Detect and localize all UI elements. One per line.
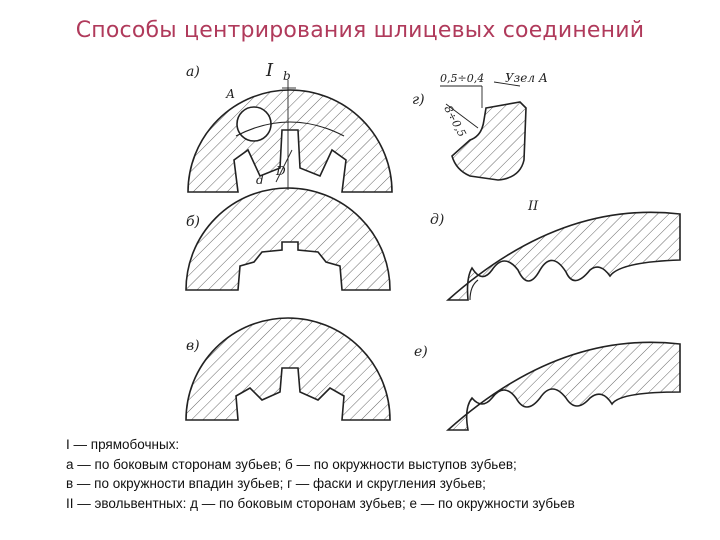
- caption-line-2: а — по боковым сторонам зубьев; б — по о…: [66, 456, 517, 472]
- figure-g-node-detail: [440, 81, 527, 181]
- figure-a-side-centering: [187, 80, 393, 193]
- figure-v-inner-diameter-centering: [185, 317, 391, 421]
- label-node-a: А: [225, 87, 235, 101]
- label-D-dimension: D: [275, 164, 286, 178]
- page-title: Способы центрирования шлицевых соединени…: [75, 18, 645, 43]
- label-roman-1: I: [265, 60, 274, 81]
- figure-e-involute-diameter-centering: [445, 341, 681, 431]
- label-chamfer-dimension: 0,5÷0,4: [440, 72, 484, 85]
- figure-b-outer-diameter-centering: [185, 187, 391, 291]
- label-node-a-title: Узел А: [505, 71, 548, 85]
- label-d-dimension: d: [256, 173, 264, 187]
- label-roman-2: II: [527, 199, 539, 214]
- label-g: г): [412, 92, 425, 108]
- figure-d-involute-side-centering: [445, 211, 681, 301]
- label-b-dimension: b: [283, 69, 291, 83]
- caption-line-4: II — эвольвентных: д — по боковым сторон…: [66, 495, 575, 511]
- label-e: е): [414, 344, 428, 360]
- label-a: а): [186, 64, 200, 80]
- figure-caption: I — прямобочных: а — по боковым сторонам…: [66, 435, 706, 513]
- caption-line-1: I — прямобочных:: [66, 437, 180, 452]
- label-d: д): [430, 212, 444, 228]
- label-v: в): [186, 338, 200, 354]
- label-b: б): [186, 214, 200, 230]
- label-radius-dimension: 8÷0,5: [441, 103, 468, 139]
- caption-line-3: в — по окружности впадин зубьев; г — фас…: [66, 476, 486, 491]
